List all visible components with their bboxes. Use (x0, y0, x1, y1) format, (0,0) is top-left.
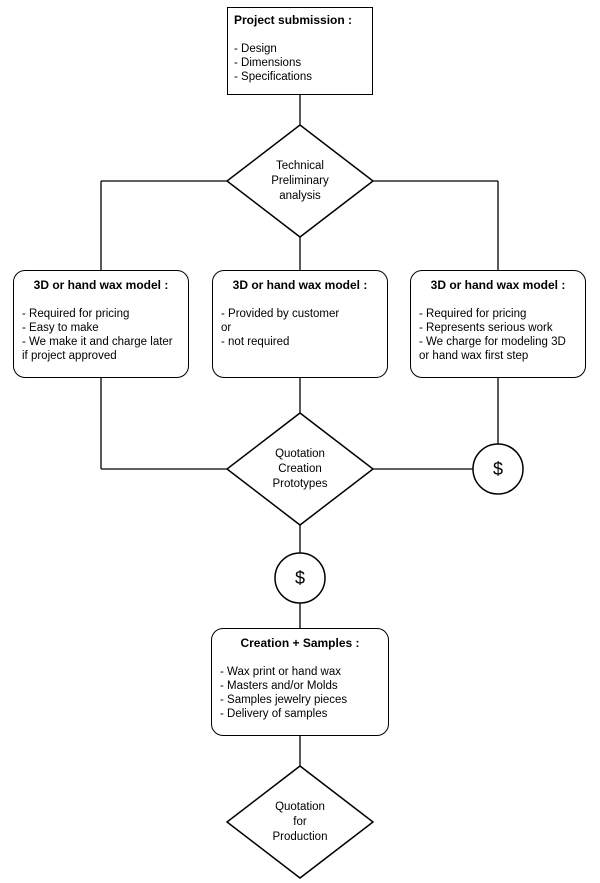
technical-analysis-label: Technical Preliminary analysis (271, 160, 329, 202)
list-item: - Design (234, 43, 277, 55)
wax-model-right-title: 3D or hand wax model : (430, 278, 566, 292)
list-item: - Easy to make (22, 322, 99, 334)
list-item: - Dimensions (234, 57, 302, 69)
list-item: - Delivery of samples (220, 708, 328, 720)
quotation-production-label: Quotation for Production (272, 801, 328, 843)
wax-model-left-title: 3D or hand wax model : (33, 278, 169, 292)
list-item: - Required for pricing (419, 308, 527, 320)
quotation-prototypes-diamond (225, 412, 375, 526)
quotation-production-diamond (225, 765, 375, 879)
technical-analysis-diamond (225, 124, 375, 238)
dollar-center-label: $ (294, 568, 305, 588)
wax-model-box-right: 3D or hand wax model : - Required for pr… (410, 270, 586, 378)
list-item: - We charge for modeling 3D (419, 336, 566, 348)
list-item: or (221, 322, 232, 334)
list-item: - Represents serious work (419, 322, 553, 334)
list-item: - We make it and charge later (22, 336, 173, 348)
dollar-right-label: $ (492, 459, 503, 479)
project-submission-box: Project submission : - Design - Dimensio… (227, 7, 373, 95)
list-item: or hand wax first step (419, 350, 529, 362)
wax-model-box-middle: 3D or hand wax model : - Provided by cus… (212, 270, 388, 378)
creation-samples-box: Creation + Samples : - Wax print or hand… (211, 628, 389, 736)
list-item: - Provided by customer (221, 308, 340, 320)
list-item: if project approved (22, 350, 117, 362)
wax-model-box-left: 3D or hand wax model : - Required for pr… (13, 270, 189, 378)
dollar-circle-right (472, 443, 524, 495)
list-item: - Masters and/or Molds (220, 680, 338, 692)
list-item: - not required (221, 336, 290, 348)
list-item: - Specifications (234, 71, 312, 83)
list-item: - Samples jewelry pieces (220, 694, 348, 706)
quotation-prototypes-label: Quotation Creation Prototypes (272, 448, 328, 490)
list-item: - Required for pricing (22, 308, 130, 320)
dollar-circle-center (274, 552, 326, 604)
creation-samples-title: Creation + Samples : (240, 636, 360, 650)
list-item: - Wax print or hand wax (220, 666, 342, 678)
wax-model-middle-title: 3D or hand wax model : (232, 278, 368, 292)
project-submission-title: Project submission : (234, 13, 353, 27)
